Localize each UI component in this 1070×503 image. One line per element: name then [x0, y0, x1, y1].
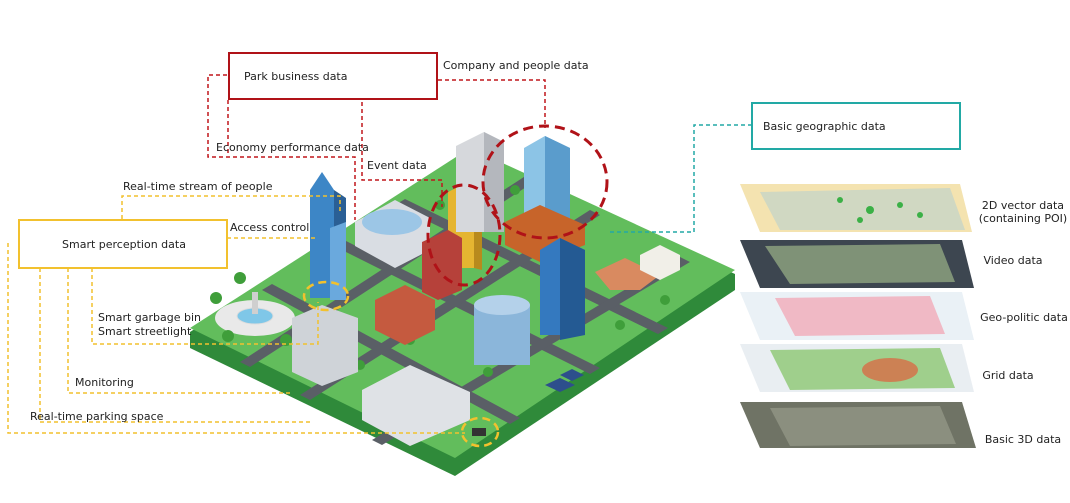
layer-label-grid: Grid data: [982, 369, 1034, 382]
basic-geographic-box: Basic geographic data: [751, 102, 961, 150]
layer-grid: [740, 344, 974, 392]
red-highlight-circles: [426, 124, 609, 287]
label-access-control: Access control: [230, 221, 310, 234]
layer-video: [740, 240, 974, 288]
layer-label-2d-vector: 2D vector data (containing POI): [978, 199, 1068, 225]
teal-connector: [610, 124, 752, 233]
smart-perception-box: Smart perception data: [18, 219, 228, 269]
layer-label-2d-vector-line2: (containing POI): [978, 212, 1068, 225]
label-realtime-people: Real-time stream of people: [123, 180, 273, 193]
basic-geographic-text: Basic geographic data: [763, 119, 886, 133]
label-company-people: Company and people data: [443, 59, 589, 72]
label-event: Event data: [367, 159, 427, 172]
label-smart-streetlight: Smart streetlight: [98, 325, 192, 338]
layer-label-video: Video data: [983, 254, 1043, 267]
layer-geo-politic: [740, 292, 974, 340]
label-monitoring: Monitoring: [75, 376, 134, 389]
yellow-connectors: [7, 195, 465, 434]
label-realtime-parking: Real-time parking space: [30, 410, 164, 423]
layer-basic-3d: [740, 402, 976, 448]
label-economy-performance: Economy performance data: [216, 141, 369, 154]
smart-perception-text: Smart perception data: [62, 237, 186, 251]
layer-label-2d-vector-line1: 2D vector data: [981, 199, 1065, 212]
layer-2d-vector: [740, 184, 972, 232]
label-smart-garbage: Smart garbage bin: [98, 311, 201, 324]
park-business-box: Park business data: [228, 52, 438, 100]
park-business-text: Park business data: [244, 69, 348, 83]
layer-label-basic-3d: Basic 3D data: [984, 433, 1062, 446]
city-illustration: [190, 132, 735, 476]
yellow-highlight-circles: [302, 280, 500, 448]
layer-label-geo-politic: Geo-politic data: [980, 311, 1068, 324]
